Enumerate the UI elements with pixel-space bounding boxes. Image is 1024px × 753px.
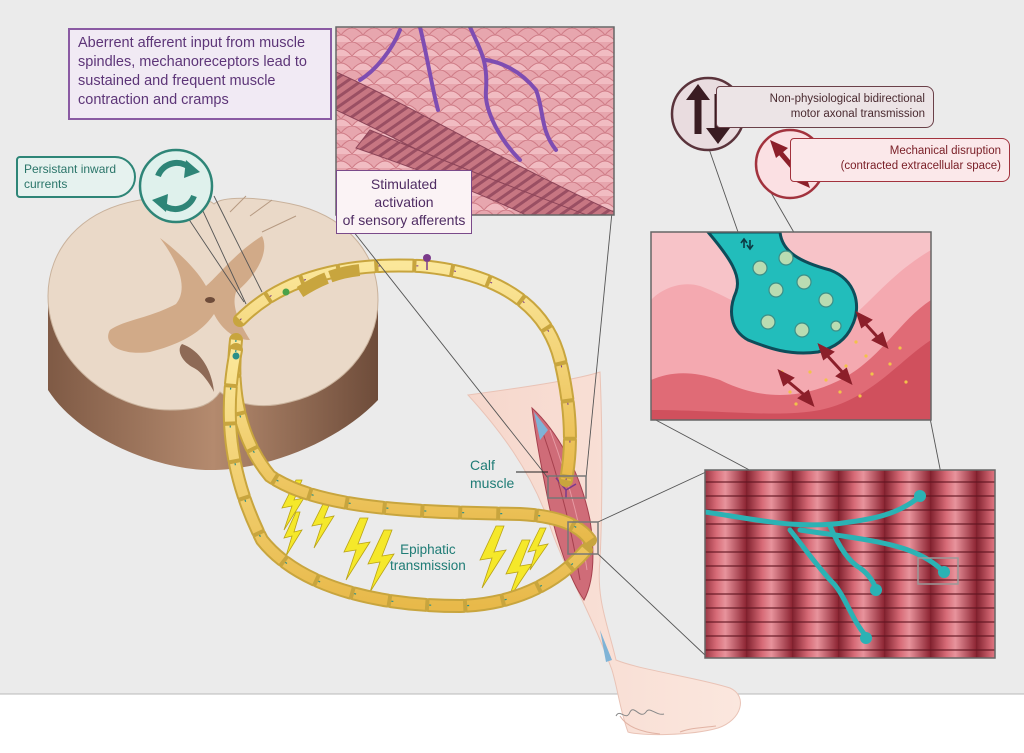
- lightning-bolts: [281, 479, 549, 601]
- sensory-afferent-inset-frame: [335, 26, 615, 216]
- lightning-bolt-icon: [281, 479, 305, 531]
- fiber-zoom-box: [567, 521, 599, 555]
- aberrant-afferent-callout: Aberrent afferent input from muscle spin…: [68, 28, 332, 120]
- sensory-afferent-nerves: [358, 27, 558, 162]
- calf-zoom-box: [547, 475, 587, 499]
- synapse-inset-frame: [650, 231, 932, 421]
- lightning-bolt-icon: [479, 525, 507, 589]
- bidirectional-transmission-callout: Non-physiological bidirectional motor ax…: [716, 86, 934, 128]
- lightning-bolt-icon: [367, 529, 395, 593]
- artist-signature: [615, 709, 665, 717]
- motor-nerve-branches: [705, 495, 947, 639]
- lightning-bolt-icon: [527, 527, 549, 571]
- grey-matter: [108, 236, 265, 353]
- synaptic-vesicles: [752, 250, 842, 338]
- circular-arrows-icon: [138, 148, 214, 224]
- lightning-bolt-icon: [343, 517, 371, 581]
- muscle-fiber-inset-frame: [704, 469, 996, 659]
- sensory-ganglion-dot: [423, 254, 431, 262]
- ephaptic-transmission-label: Epiphatic transmission: [390, 542, 466, 573]
- muscle-fiber-inset: [705, 470, 995, 658]
- spinal-cord-cross-section: [47, 195, 379, 470]
- persistent-inward-currents-callout: Persistant inward currents: [16, 156, 136, 198]
- up-down-arrows-icon: [740, 237, 754, 251]
- stimulated-activation-label: Stimulated activation of sensory afferen…: [336, 170, 472, 234]
- lightning-bolt-icon: [283, 511, 303, 557]
- nerve-fibers: [222, 258, 597, 614]
- mechanical-disruption-callout: Mechanical disruption (contracted extrac…: [790, 138, 1010, 182]
- double-headed-arrow-icon: [777, 311, 889, 407]
- synapse-inset: [651, 232, 931, 420]
- junction-zoom-box: [917, 557, 959, 585]
- neurotransmitter-dots: [780, 338, 908, 406]
- calf-muscle-label: Calf muscle: [470, 457, 515, 491]
- lightning-bolt-icon: [505, 539, 533, 601]
